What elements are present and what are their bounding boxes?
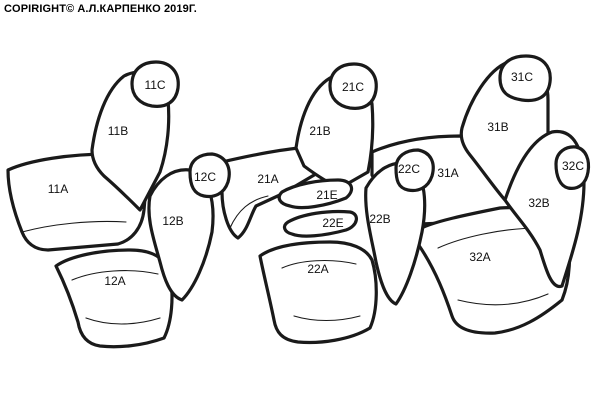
label-22C: 22C [398,162,420,176]
label-31A: 31A [437,166,458,180]
seat-22A[interactable] [258,240,378,345]
seat-21E[interactable] [277,178,354,210]
seat-12C[interactable] [188,152,231,199]
label-21C: 21C [342,80,364,94]
seat-22C[interactable] [394,148,435,193]
seat-32C[interactable] [554,145,591,190]
label-12C: 12C [194,170,216,184]
label-22B: 22B [369,212,390,226]
label-21E: 21E [316,188,337,202]
seat-31C[interactable] [498,54,552,103]
seat-labels: 11C 11B 11A 12C 12B 12A 21C 21B 21A 21E … [48,70,585,288]
label-31C: 31C [511,70,533,84]
seat-32A[interactable] [416,206,572,335]
seat-group-1 [6,60,231,349]
seat-group-2 [220,62,435,345]
label-11B: 11B [108,124,128,138]
label-11C: 11C [144,78,165,92]
label-31B: 31B [487,120,508,134]
label-22A: 22A [307,262,328,276]
label-22E: 22E [322,216,343,230]
copyright-text: COPIRIGHT© А.Л.КАРПЕНКО 2019Г. [4,3,197,15]
label-21A: 21A [257,172,278,186]
label-12A: 12A [104,274,125,288]
label-32C: 32C [562,159,584,173]
label-32A: 32A [469,250,490,264]
label-21B: 21B [309,124,330,138]
seat-22E[interactable] [282,209,358,238]
seat-12A[interactable] [54,248,174,349]
label-11A: 11A [48,182,68,196]
label-12B: 12B [162,214,183,228]
seat-11C[interactable] [130,60,180,108]
seat-21C[interactable] [328,62,378,110]
label-32B: 32B [528,196,549,210]
